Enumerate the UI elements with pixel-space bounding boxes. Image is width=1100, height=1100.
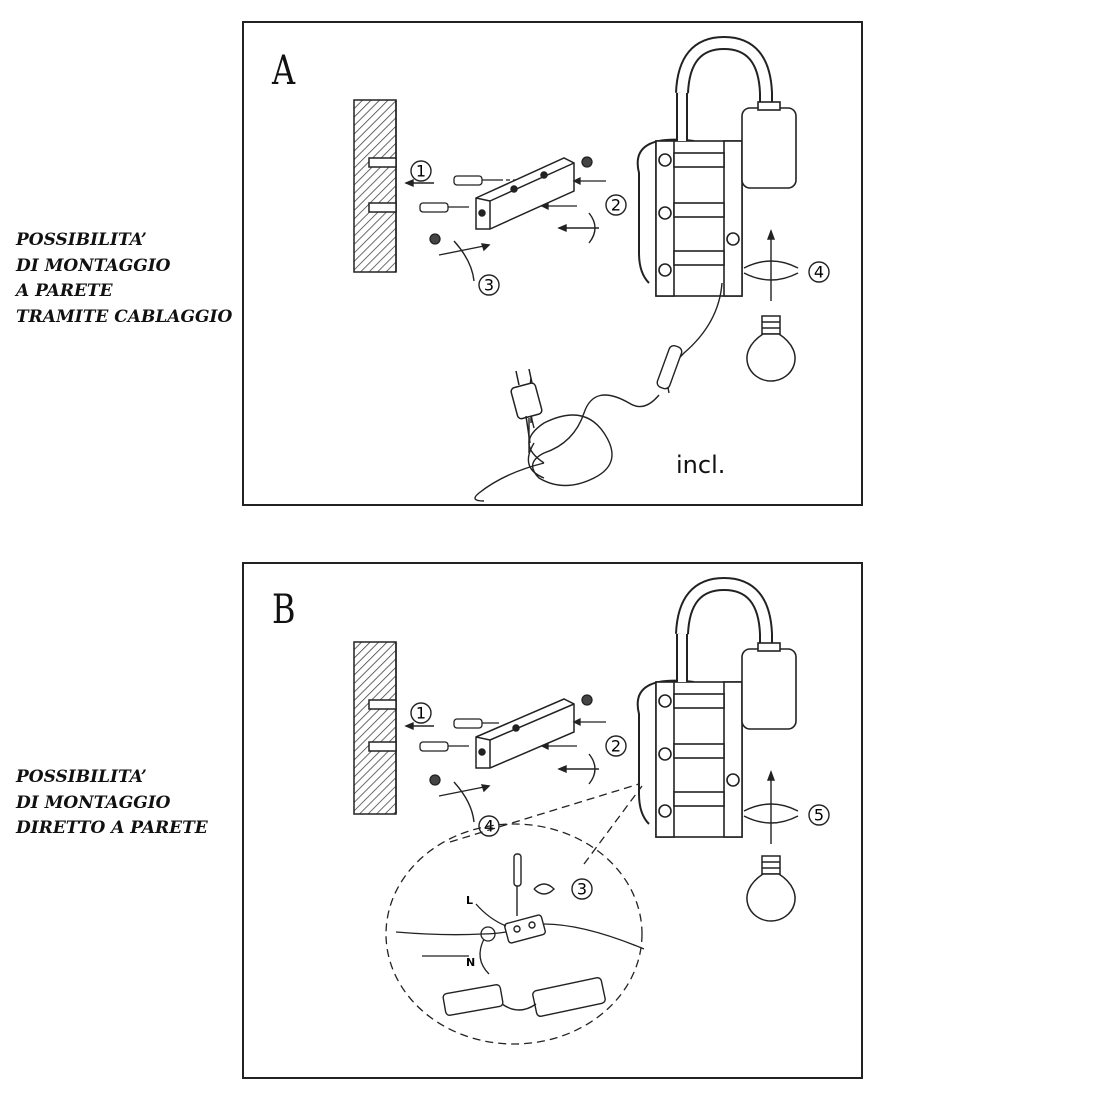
step-1-marker [404, 702, 434, 731]
step-2-marker [557, 735, 627, 785]
step-3-marker [438, 240, 500, 296]
step-number: 5 [814, 806, 824, 825]
label-line: DIRETTO A PARETE [16, 818, 208, 838]
screwdriver-icon [513, 853, 522, 916]
junction-boxes [442, 977, 606, 1017]
included-note: incl. [676, 451, 726, 479]
step-3-marker [533, 878, 593, 900]
mains-wires [395, 903, 645, 975]
panel-letter: B [272, 587, 296, 633]
label-line: A PARETE [16, 281, 113, 301]
panel-letter: A [272, 48, 296, 94]
mounting-bracket [475, 157, 575, 230]
screws [429, 156, 606, 245]
label-line: POSSIBILITA’ [16, 767, 147, 787]
wall-lamp [636, 35, 797, 297]
mounting-label-wired: POSSIBILITA’ DI MONTAGGIO A PARETE TRAMI… [16, 228, 232, 330]
step-number: 1 [416, 162, 426, 181]
power-cable [474, 282, 723, 502]
wall-lamp [636, 576, 797, 838]
wall-plugs [419, 718, 499, 752]
step-2-marker [557, 194, 627, 244]
wall [353, 99, 397, 273]
step-number: 3 [577, 880, 587, 899]
assembly-drawing-b: 1 2 [353, 576, 830, 1045]
step-number: 2 [611, 737, 621, 756]
step-number: 2 [611, 196, 621, 215]
wire-label-neutral: N [466, 956, 475, 969]
label-line: POSSIBILITA’ [16, 230, 147, 250]
label-line: DI MONTAGGIO [16, 255, 171, 276]
wire-label-live: L [466, 894, 473, 907]
terminal-block [504, 914, 546, 944]
mounting-label-direct: POSSIBILITA’ DI MONTAGGIO DIRETTO A PARE… [16, 765, 208, 842]
step-5-marker [743, 770, 830, 844]
wall-plugs [419, 175, 544, 213]
step-4-marker [743, 229, 830, 301]
step-number: 3 [484, 276, 494, 295]
assembly-drawing-a: 1 [353, 35, 830, 502]
step-number: 1 [416, 704, 426, 723]
screws [429, 694, 606, 786]
plug-icon [510, 368, 543, 444]
step-1-marker [404, 160, 434, 188]
wiring-detail-callout [385, 783, 643, 1045]
step-number: 4 [814, 263, 824, 282]
mounting-bracket [475, 698, 575, 769]
label-line: TRAMITE CABLAGGIO [16, 306, 233, 327]
bulb-icon [746, 315, 796, 382]
wall [353, 641, 397, 815]
diagram-panel-b: B 1 [242, 562, 863, 1079]
step-4-marker [438, 781, 500, 837]
bulb-icon [746, 855, 796, 922]
label-line: DI MONTAGGIO [16, 792, 171, 813]
diagram-panel-a: A 1 [242, 21, 863, 506]
